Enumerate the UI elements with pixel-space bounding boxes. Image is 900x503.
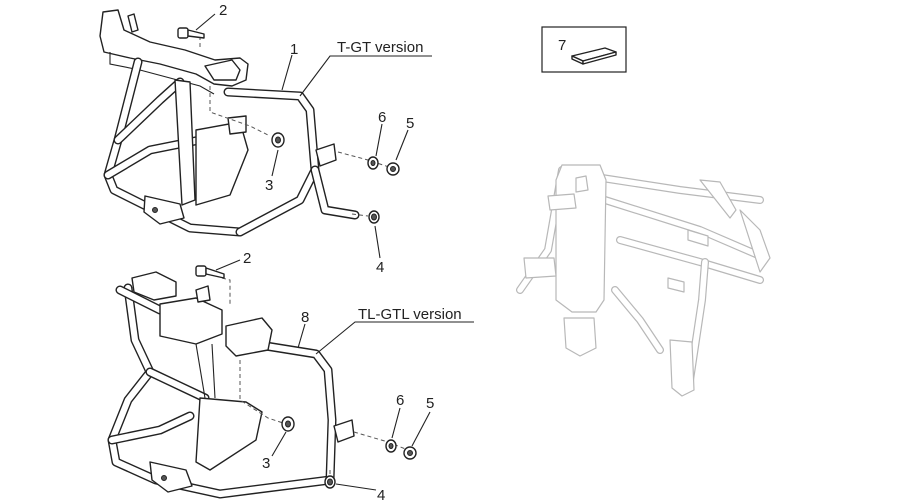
top-dash-nuts: [337, 151, 393, 169]
top-leader-5: [395, 129, 409, 161]
bottom-assembly-tl-gtl: 2 8 TL-GTL version 3 6 5 4: [107, 250, 474, 503]
callout-8: 8: [301, 309, 309, 326]
bottom-bolt-2: [195, 265, 225, 279]
callout-5-bottom: 5: [426, 395, 434, 412]
top-cap-4: [368, 210, 380, 224]
callout-2-top: 2: [219, 2, 227, 19]
top-dash-bolt: [199, 36, 271, 137]
callout-2-bottom: 2: [243, 250, 251, 267]
top-tube-frame: [103, 57, 360, 237]
bottom-cap-4: [324, 475, 336, 489]
top-leader-3: [271, 149, 279, 177]
top-assembly-t-gt: 2 1 T-GT version 3 6 5 4: [99, 2, 432, 276]
bottom-nut-3: [281, 416, 295, 432]
callout-3-top: 3: [265, 177, 273, 194]
bottom-version-underline: [315, 321, 474, 355]
reference-frame-ghost: [516, 164, 771, 397]
bottom-spacer-6: [385, 439, 397, 453]
bottom-leader-8: [297, 323, 306, 349]
top-leader-4: [374, 225, 381, 259]
top-spacer-6: [367, 156, 379, 170]
bottom-leader-4: [335, 483, 377, 491]
bottom-dash-nuts: [353, 431, 409, 451]
part-7-box: 7: [541, 26, 627, 73]
top-bolt-2: [177, 27, 205, 39]
top-bracket-plate: [99, 9, 249, 95]
top-nut-5: [386, 162, 400, 176]
version-label-t-gt: T-GT version: [337, 39, 423, 56]
callout-3-bottom: 3: [262, 455, 270, 472]
callout-7: 7: [558, 37, 566, 54]
callout-6-top: 6: [378, 109, 386, 126]
top-dash-cap: [351, 213, 369, 217]
bottom-leader-3: [271, 431, 287, 457]
bottom-leader-5: [411, 411, 431, 447]
callout-4-bottom: 4: [377, 487, 385, 503]
bottom-leader-2: [215, 259, 241, 271]
top-nut-3: [271, 132, 285, 148]
bottom-nut-5: [403, 446, 417, 460]
bottom-bracket-plates: [131, 271, 355, 493]
top-leader-1: [281, 54, 293, 91]
top-leader-6: [375, 123, 383, 157]
callout-6-bottom: 6: [396, 392, 404, 409]
callout-4-top: 4: [376, 259, 384, 276]
bottom-dash-bolt: [221, 277, 287, 425]
top-leader-2: [195, 13, 216, 31]
bottom-leader-6: [391, 407, 401, 439]
top-version-underline: [299, 55, 432, 97]
top-center-support: [143, 79, 337, 225]
version-label-tl-gtl: TL-GTL version: [358, 306, 462, 323]
callout-1: 1: [290, 41, 298, 58]
callout-5-top: 5: [406, 115, 414, 132]
